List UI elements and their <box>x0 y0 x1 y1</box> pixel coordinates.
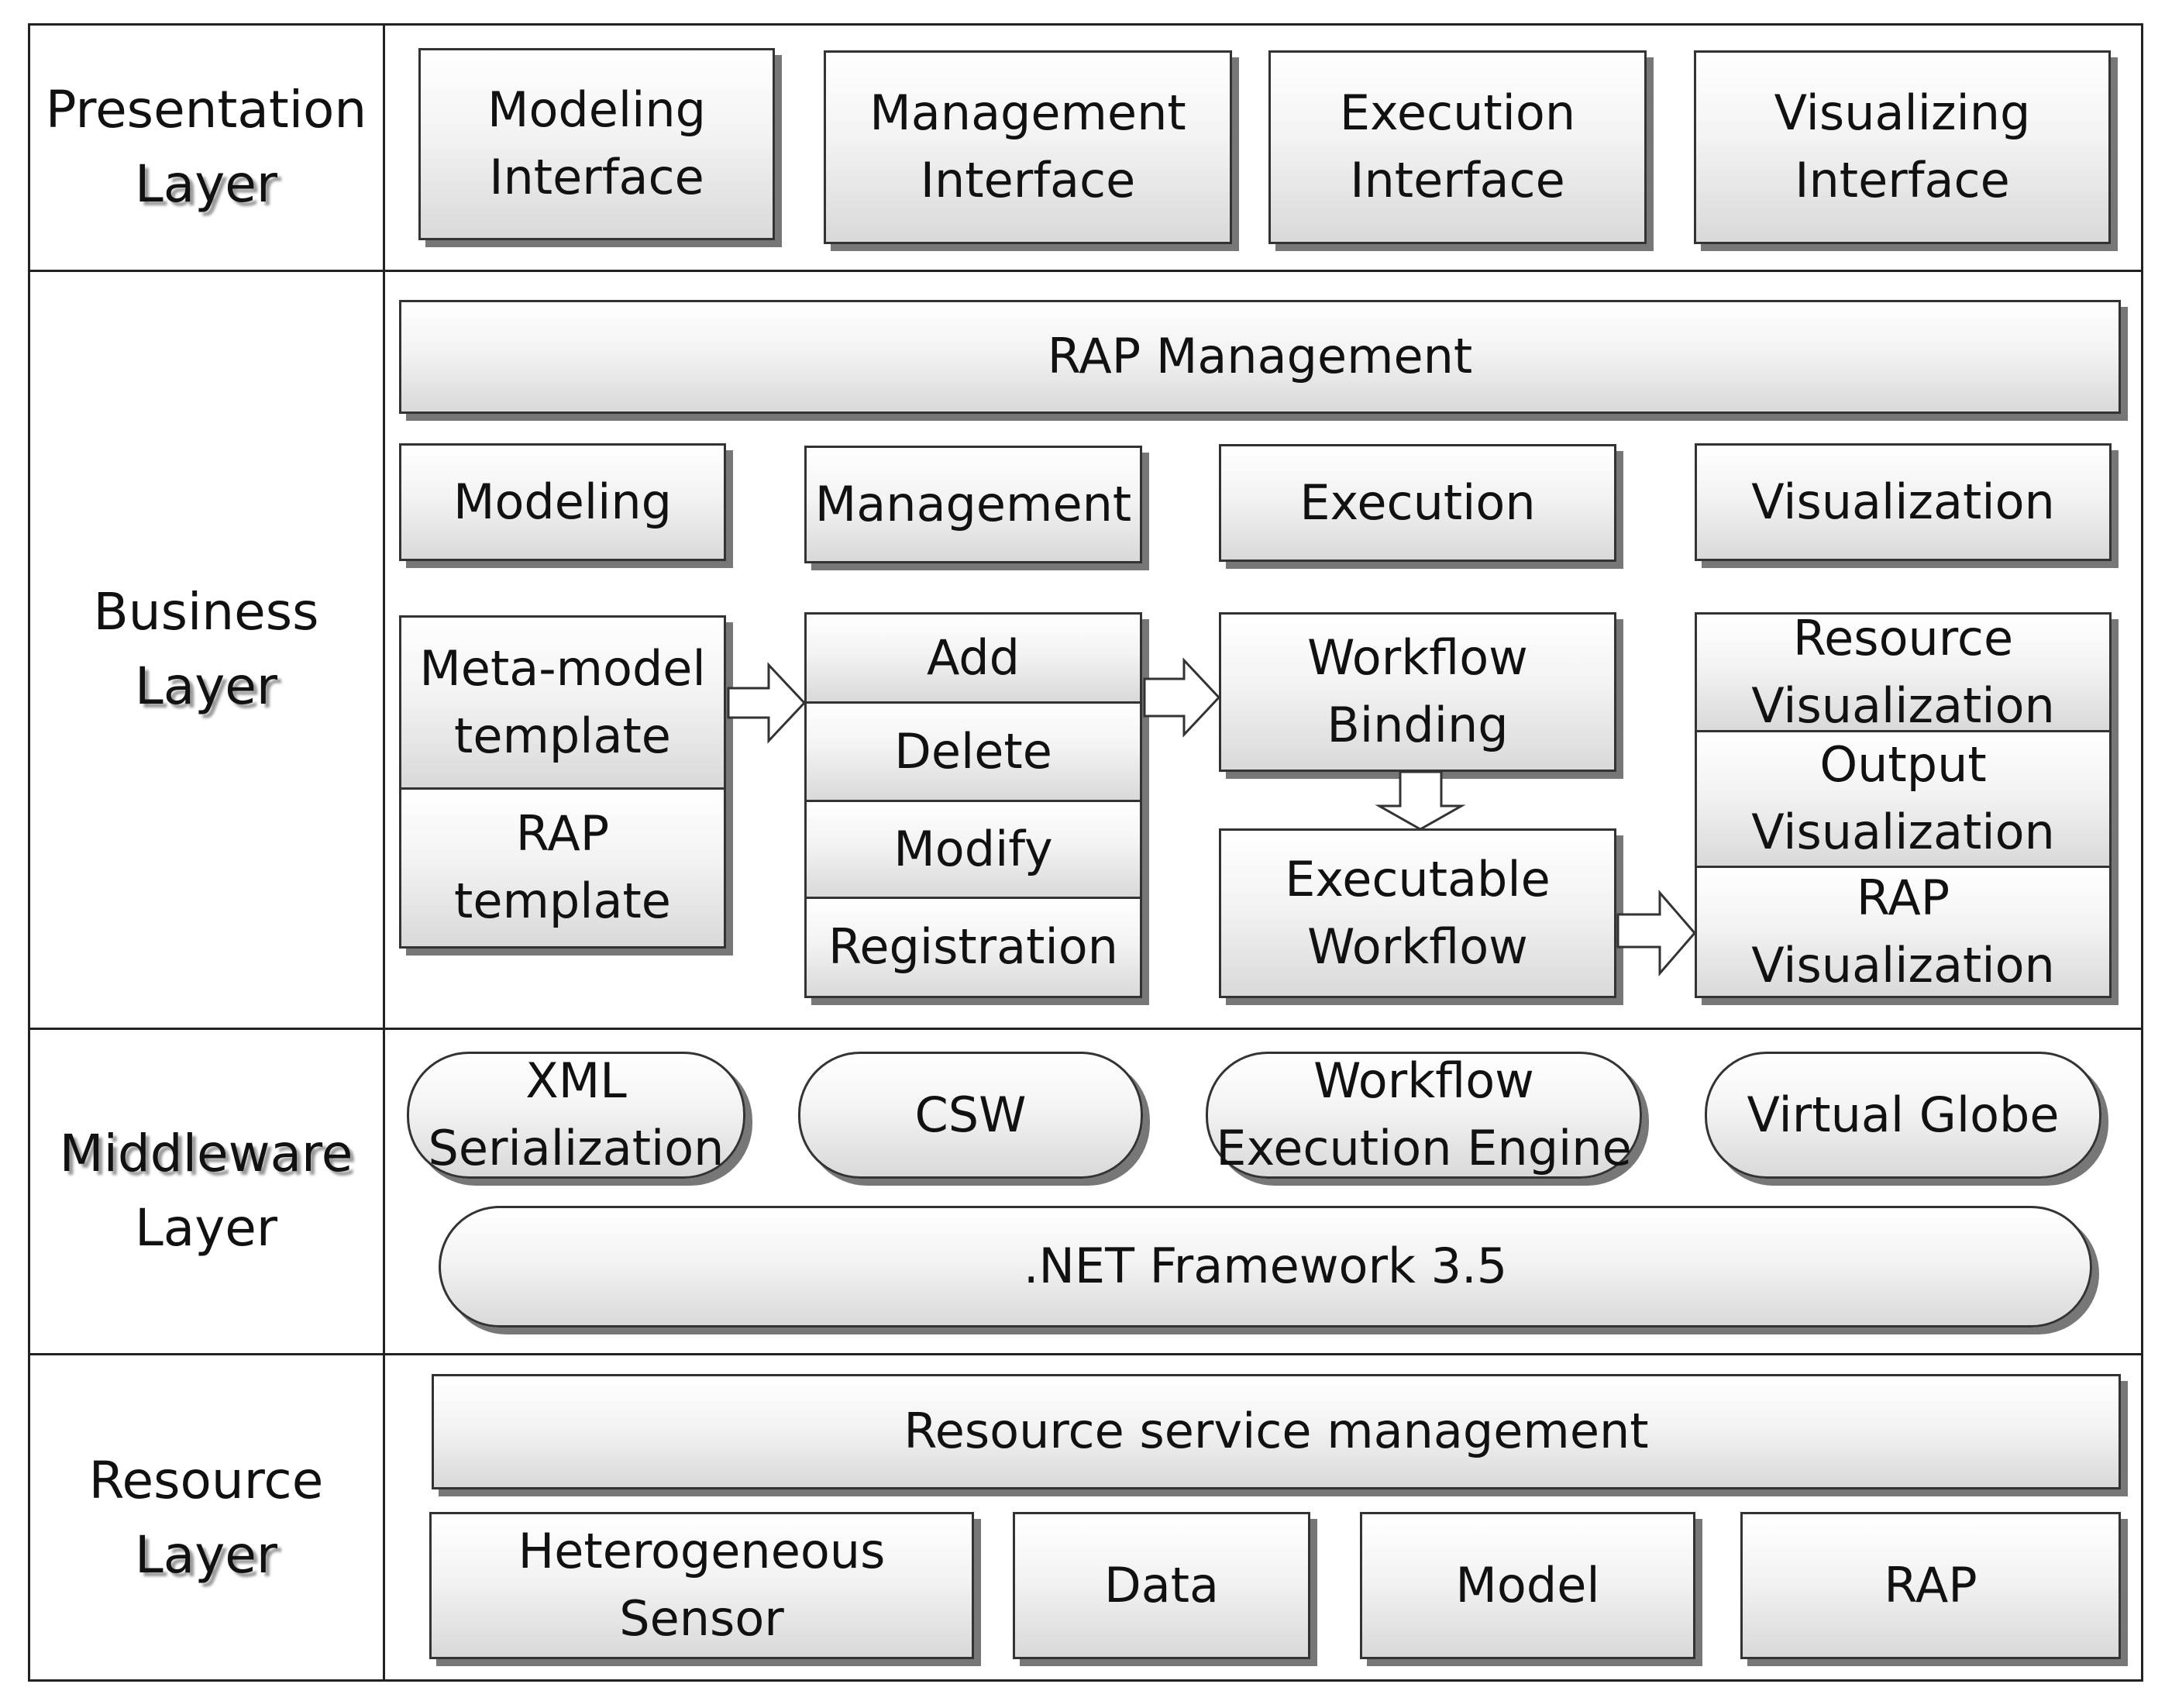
workflow-execution-engine-box: Workflow Execution Engine <box>1206 1052 1642 1179</box>
dotnet-framework-box: .NET Framework 3.5 <box>439 1206 2092 1327</box>
add-box: Add <box>804 612 1142 704</box>
visualization-box: Visualization <box>1695 443 2112 561</box>
presentation-layer-label-line1: Presentation <box>45 80 367 140</box>
delete-box: Delete <box>804 701 1142 802</box>
management-interface-box: Management Interface <box>824 50 1232 244</box>
visualizing-interface-box: Visualizing Interface <box>1694 50 2111 244</box>
virtual-globe-box: Virtual Globe <box>1705 1052 2101 1179</box>
rap-visualization-box: RAP Visualization <box>1695 866 2112 998</box>
rap-template-box: RAP template <box>399 787 726 949</box>
resource-layer-label-line1: Resource <box>88 1451 324 1511</box>
resource-layer-label-line2: Layer <box>134 1525 277 1585</box>
csw-box: CSW <box>798 1052 1143 1179</box>
modeling-interface-box: Modeling Interface <box>418 48 775 240</box>
middleware-layer-label: Middleware Layer <box>31 1031 381 1352</box>
execution-box: Execution <box>1219 444 1616 562</box>
resource-layer-label: Resource Layer <box>31 1356 381 1680</box>
management-box: Management <box>804 446 1142 563</box>
modify-box: Modify <box>804 800 1142 899</box>
presentation-layer-label-line2: Layer <box>134 154 277 214</box>
modeling-box: Modeling <box>399 443 726 561</box>
registration-box: Registration <box>804 897 1142 998</box>
resource-service-management-box: Resource service management <box>432 1374 2121 1489</box>
presentation-layer-label: Presentation Layer <box>31 26 381 268</box>
business-layer-label: Business Layer <box>31 273 381 1026</box>
executable-workflow-box: Executable Workflow <box>1219 828 1616 998</box>
management-operations-stack: Add Delete Modify Registration <box>804 612 1142 998</box>
label-column-divider <box>383 23 385 1682</box>
business-layer-label-line1: Business <box>93 582 319 642</box>
arrow-templates-to-management <box>727 662 807 744</box>
xml-serialization-box: XML Serialization <box>407 1052 745 1179</box>
middleware-layer-label-line1: Middleware <box>59 1124 353 1184</box>
model-box: Model <box>1360 1512 1695 1659</box>
presentation-business-divider <box>28 270 2143 272</box>
arrow-executable-to-visualization <box>1616 889 1696 977</box>
arrow-binding-to-executable <box>1375 770 1466 831</box>
output-visualization-box: Output Visualization <box>1695 730 2112 868</box>
meta-model-template-box: Meta-model template <box>399 615 726 790</box>
visualization-stack: Resource Visualization Output Visualizat… <box>1695 610 2112 998</box>
execution-interface-box: Execution Interface <box>1268 50 1647 244</box>
middleware-resource-divider <box>28 1353 2143 1355</box>
rap-management-box: RAP Management <box>399 300 2121 414</box>
arrow-management-to-workflow-binding <box>1143 657 1221 738</box>
business-middleware-divider <box>28 1028 2143 1030</box>
data-box: Data <box>1013 1512 1310 1659</box>
heterogeneous-sensor-box: Heterogeneous Sensor <box>429 1512 974 1659</box>
architecture-frame <box>28 23 2143 1682</box>
business-layer-label-line2: Layer <box>134 656 277 716</box>
rap-resource-box: RAP <box>1740 1512 2121 1659</box>
modeling-template-stack: Meta-model template RAP template <box>399 615 726 949</box>
middleware-layer-label-line2: Layer <box>134 1198 277 1258</box>
